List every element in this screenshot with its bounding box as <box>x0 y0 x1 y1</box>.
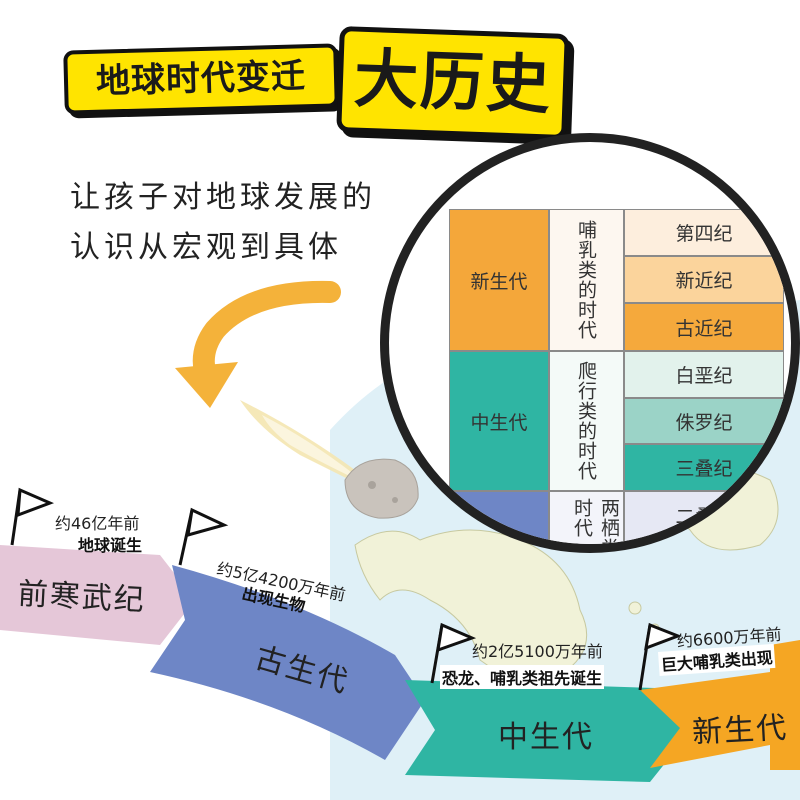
flag-precambrian <box>10 487 55 546</box>
tagline-line1: 让孩子对地球发展的 <box>70 180 376 215</box>
period-cell: 三叠纪 <box>624 444 784 491</box>
era-desc-paleozoic: 两栖类时代 <box>549 491 624 544</box>
tagline-line2: 认识从宏观到具体 <box>70 230 342 265</box>
flag-mesozoic <box>430 622 477 684</box>
flag-time-mesozoic: 约2亿5100万年前 <box>472 642 603 661</box>
era-label-precambrian: 前寒武纪 <box>16 576 147 619</box>
meteor-rock <box>344 458 419 519</box>
era-desc-cenozoic: 哺乳类的时代 <box>549 209 624 351</box>
magnifier: 新生代 哺乳类的时代 第四纪 新近纪 古近纪 中生代 爬行类的时代 白垩纪 侏罗… <box>380 133 800 553</box>
era-label-mesozoic: 中生代 <box>498 720 594 755</box>
period-cell: 新近纪 <box>624 256 784 303</box>
era-cell-paleozoic <box>449 491 549 544</box>
period-cell: 白垩纪 <box>624 351 784 398</box>
meteor-trail-inner <box>262 415 362 482</box>
period-cell: 第四纪 <box>624 209 784 256</box>
flag-paleozoic <box>178 507 229 566</box>
arrow-cenozoic <box>640 640 800 770</box>
flag-cenozoic <box>638 622 683 691</box>
meteor-crater <box>392 497 398 503</box>
curved-arrow-head <box>175 362 238 408</box>
period-cell: 古近纪 <box>624 303 784 351</box>
arrow-mesozoic <box>405 680 690 782</box>
title-part2: 大历史 <box>336 26 570 140</box>
flag-time-precambrian: 约46亿年前 <box>55 514 140 533</box>
title-part1: 地球时代变迁 <box>63 43 339 115</box>
curved-arrow <box>192 280 341 383</box>
flag-event-mesozoic: 恐龙、哺乳类祖先诞生 <box>440 665 605 689</box>
era-cell-mesozoic: 中生代 <box>449 351 549 491</box>
era-cell-cenozoic: 新生代 <box>449 209 549 351</box>
flag-event-precambrian: 地球诞生 <box>78 536 143 555</box>
arrow-paleozoic <box>150 565 425 760</box>
period-cell: 二叠纪 <box>624 491 784 544</box>
era-desc-mesozoic: 爬行类的时代 <box>549 351 624 491</box>
period-cell: 侏罗纪 <box>624 398 784 444</box>
map-island <box>628 601 642 615</box>
arrow-precambrian <box>0 545 195 645</box>
meteor-crater <box>368 481 376 489</box>
era-label-cenozoic: 新生代 <box>691 710 790 751</box>
